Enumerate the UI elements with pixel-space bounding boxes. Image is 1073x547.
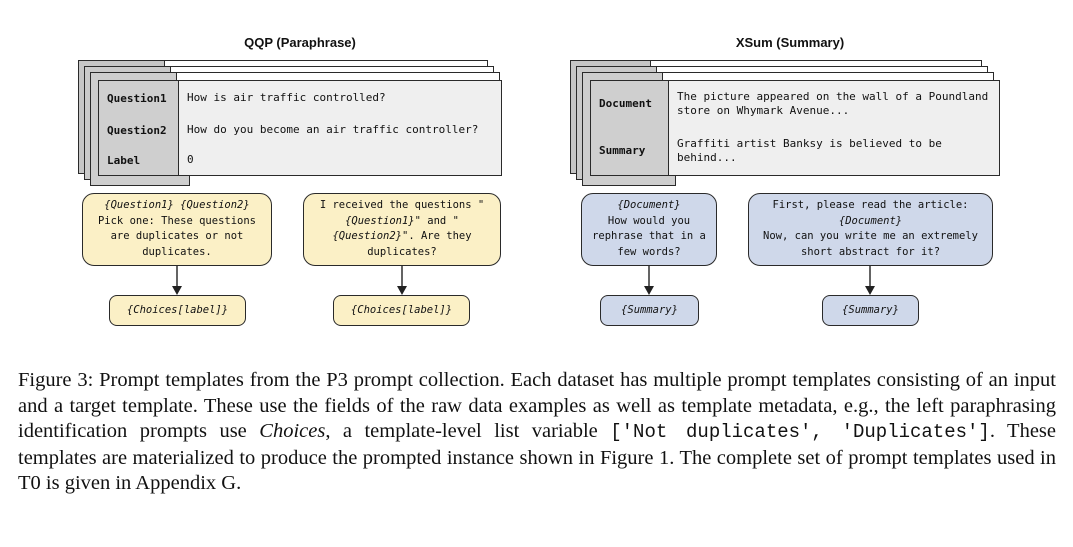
figure-caption: Figure 3: Prompt templates from the P3 p…	[18, 368, 1056, 497]
xsum-target-template-1: {Summary}	[600, 295, 699, 326]
template-variable: {Question1}	[104, 199, 174, 211]
field-value-summary: Graffiti artist Banksy is believed to be…	[677, 136, 942, 164]
template-variable: {Question2}	[180, 199, 250, 211]
qqp-target-template-1: {Choices[label]}	[109, 295, 246, 326]
qqp-input-template-1: {Question1} {Question2} Pick one: These …	[82, 193, 272, 266]
arrow-down-icon	[644, 266, 654, 295]
template-text: First, please read the article:	[772, 199, 969, 211]
xsum-input-template-1: {Document} How would you rephrase that i…	[581, 193, 717, 266]
field-key-summary: Summary	[591, 126, 669, 175]
caption-text: Figure 3: Prompt templates from the P3 p…	[18, 369, 1056, 442]
template-text: ". Are they duplicates?	[367, 230, 472, 258]
field-key-label: Label	[99, 145, 179, 175]
field-key-question2: Question2	[99, 115, 179, 145]
field-value-label: 0	[187, 153, 194, 166]
template-text: I received the questions "	[319, 199, 485, 211]
field-value-document: The picture appeared on the wall of a Po…	[677, 89, 989, 117]
caption-italic: Choices	[259, 420, 326, 442]
template-variable: {Document}	[617, 199, 681, 211]
template-text: " and "	[414, 214, 459, 227]
field-key-document: Document	[591, 81, 669, 126]
field-value-question1: How is air traffic controlled?	[187, 91, 386, 104]
qqp-input-template-2: I received the questions " {Question1}" a…	[303, 193, 501, 266]
template-text: How would you rephrase that in a few wor…	[592, 214, 706, 258]
template-variable: {Question1}	[345, 214, 415, 227]
arrow-down-icon	[865, 266, 875, 295]
qqp-title: QQP (Paraphrase)	[244, 35, 356, 50]
template-text: Pick one: These questions are duplicates…	[97, 214, 257, 258]
qqp-example-table: Question1 How is air traffic controlled?…	[98, 80, 502, 176]
caption-text: . These templates are materialized to pr…	[18, 420, 1057, 494]
template-text: Now, can you write me an extremely short…	[763, 230, 978, 258]
template-variable: {Document}	[838, 214, 903, 227]
arrow-down-icon	[397, 266, 407, 295]
caption-text: , a template-level list variable	[325, 420, 611, 442]
xsum-title: XSum (Summary)	[735, 35, 845, 50]
template-variable: {Question2}	[332, 230, 402, 242]
field-key-question1: Question1	[99, 81, 179, 115]
field-value-question2: How do you become an air traffic control…	[187, 123, 479, 136]
xsum-target-template-2: {Summary}	[822, 295, 919, 326]
xsum-input-template-2: First, please read the article: {Documen…	[748, 193, 993, 266]
caption-code: ['Not duplicates', 'Duplicates']	[610, 421, 990, 443]
qqp-target-template-2: {Choices[label]}	[333, 295, 470, 326]
xsum-example-table: Document The picture appeared on the wal…	[590, 80, 1000, 176]
arrow-down-icon	[172, 266, 182, 295]
